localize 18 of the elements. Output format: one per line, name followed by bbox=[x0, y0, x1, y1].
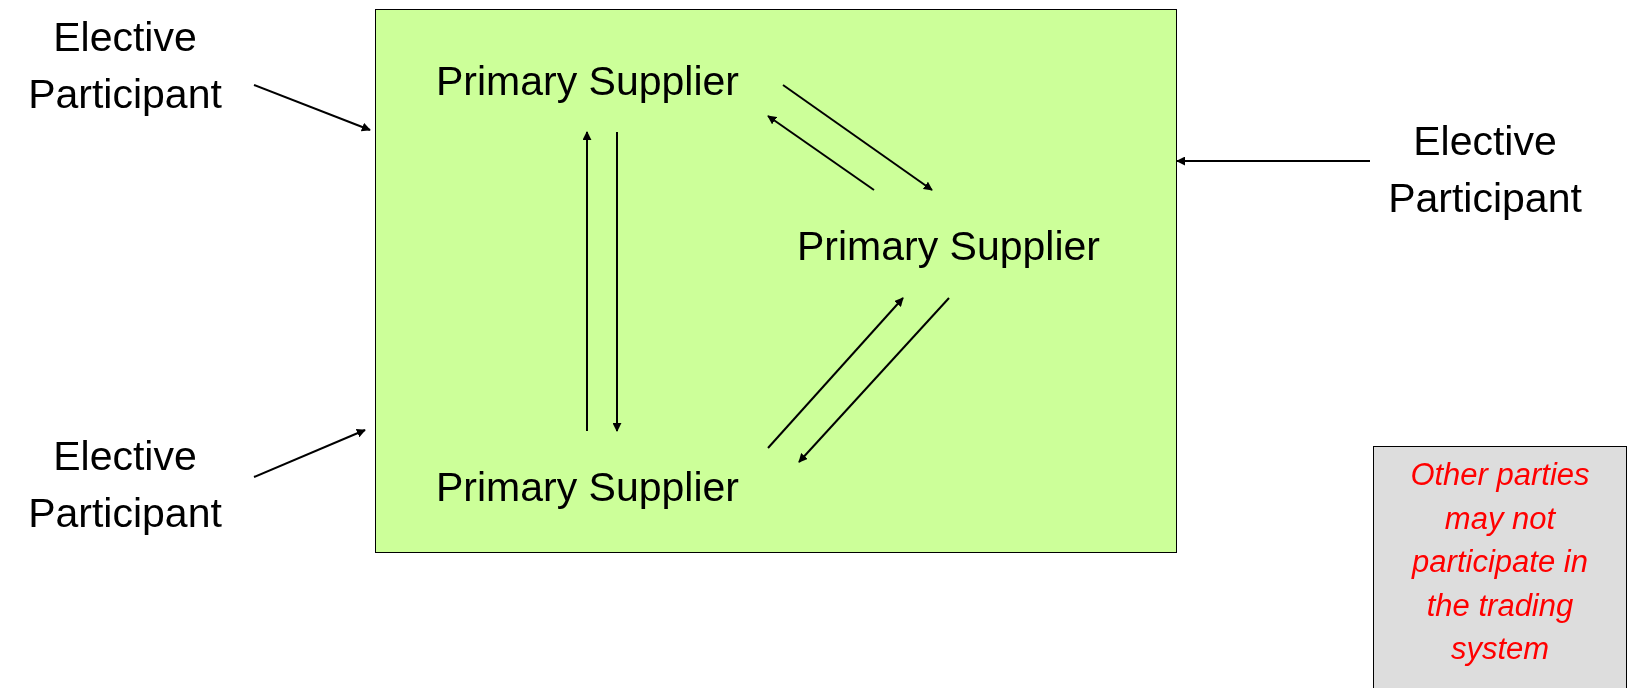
arrow bbox=[253, 84, 371, 132]
arrow bbox=[582, 131, 592, 432]
arrow bbox=[767, 297, 904, 449]
note-box bbox=[1373, 446, 1627, 688]
participant-label: Elective Participant bbox=[1387, 117, 1583, 223]
arrow bbox=[782, 84, 933, 191]
supplier-label: Primary Supplier bbox=[435, 463, 739, 512]
supplier-label: Primary Supplier bbox=[796, 222, 1100, 271]
supplier-label: Primary Supplier bbox=[435, 57, 739, 106]
arrow bbox=[253, 429, 366, 478]
arrow bbox=[612, 131, 622, 432]
arrow bbox=[1176, 156, 1371, 166]
arrow bbox=[767, 115, 875, 191]
note-text: Other parties may not participate in the trading system bbox=[1409, 456, 1591, 668]
participant-label: Elective Participant bbox=[27, 13, 223, 119]
region-box bbox=[375, 9, 1177, 553]
arrow bbox=[798, 297, 950, 463]
participant-label: Elective Participant bbox=[27, 432, 223, 538]
